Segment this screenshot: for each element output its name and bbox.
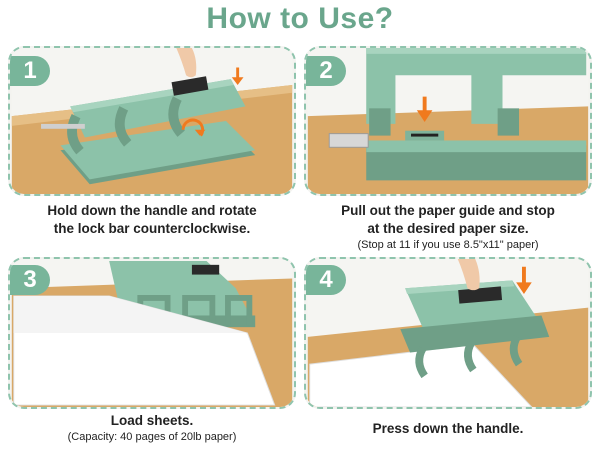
step-1-caption: Hold down the handle and rotate the lock… xyxy=(8,202,296,238)
step-4-card: 4 xyxy=(304,257,592,409)
step-3-badge: 3 xyxy=(10,265,50,295)
step-2-line-1: Pull out the paper guide and stop xyxy=(341,203,555,218)
step-2-illustration xyxy=(307,48,589,194)
step-2-note: (Stop at 11 if you use 8.5"x11" paper) xyxy=(357,239,539,251)
step-2-card: 2 xyxy=(304,46,592,196)
step-4-illustration xyxy=(307,259,589,407)
step-4-line-1: Press down the handle. xyxy=(372,421,524,436)
step-3-note: (Capacity: 40 pages of 20lb paper) xyxy=(67,431,237,443)
step-1-card: 1 xyxy=(8,46,296,196)
step-3-line-1: Load sheets. xyxy=(110,413,194,428)
step-2-badge: 2 xyxy=(306,56,346,86)
step-1-line-2: the lock bar counterclockwise. xyxy=(53,221,251,236)
step-2-caption: Pull out the paper guide and stop at the… xyxy=(304,202,592,253)
step-1-illustration xyxy=(11,48,293,194)
step-1-line-1: Hold down the handle and rotate xyxy=(47,203,257,218)
step-2-line-2: at the desired paper size. xyxy=(367,221,529,236)
step-4-caption: Press down the handle. xyxy=(304,420,592,438)
step-3-illustration xyxy=(11,259,293,407)
step-1-badge: 1 xyxy=(10,56,50,86)
step-4-badge: 4 xyxy=(306,265,346,295)
step-3-caption: Load sheets. (Capacity: 40 pages of 20lb… xyxy=(8,412,296,445)
page-title: How to Use? xyxy=(206,2,394,35)
step-3-card: 3 xyxy=(8,257,296,409)
